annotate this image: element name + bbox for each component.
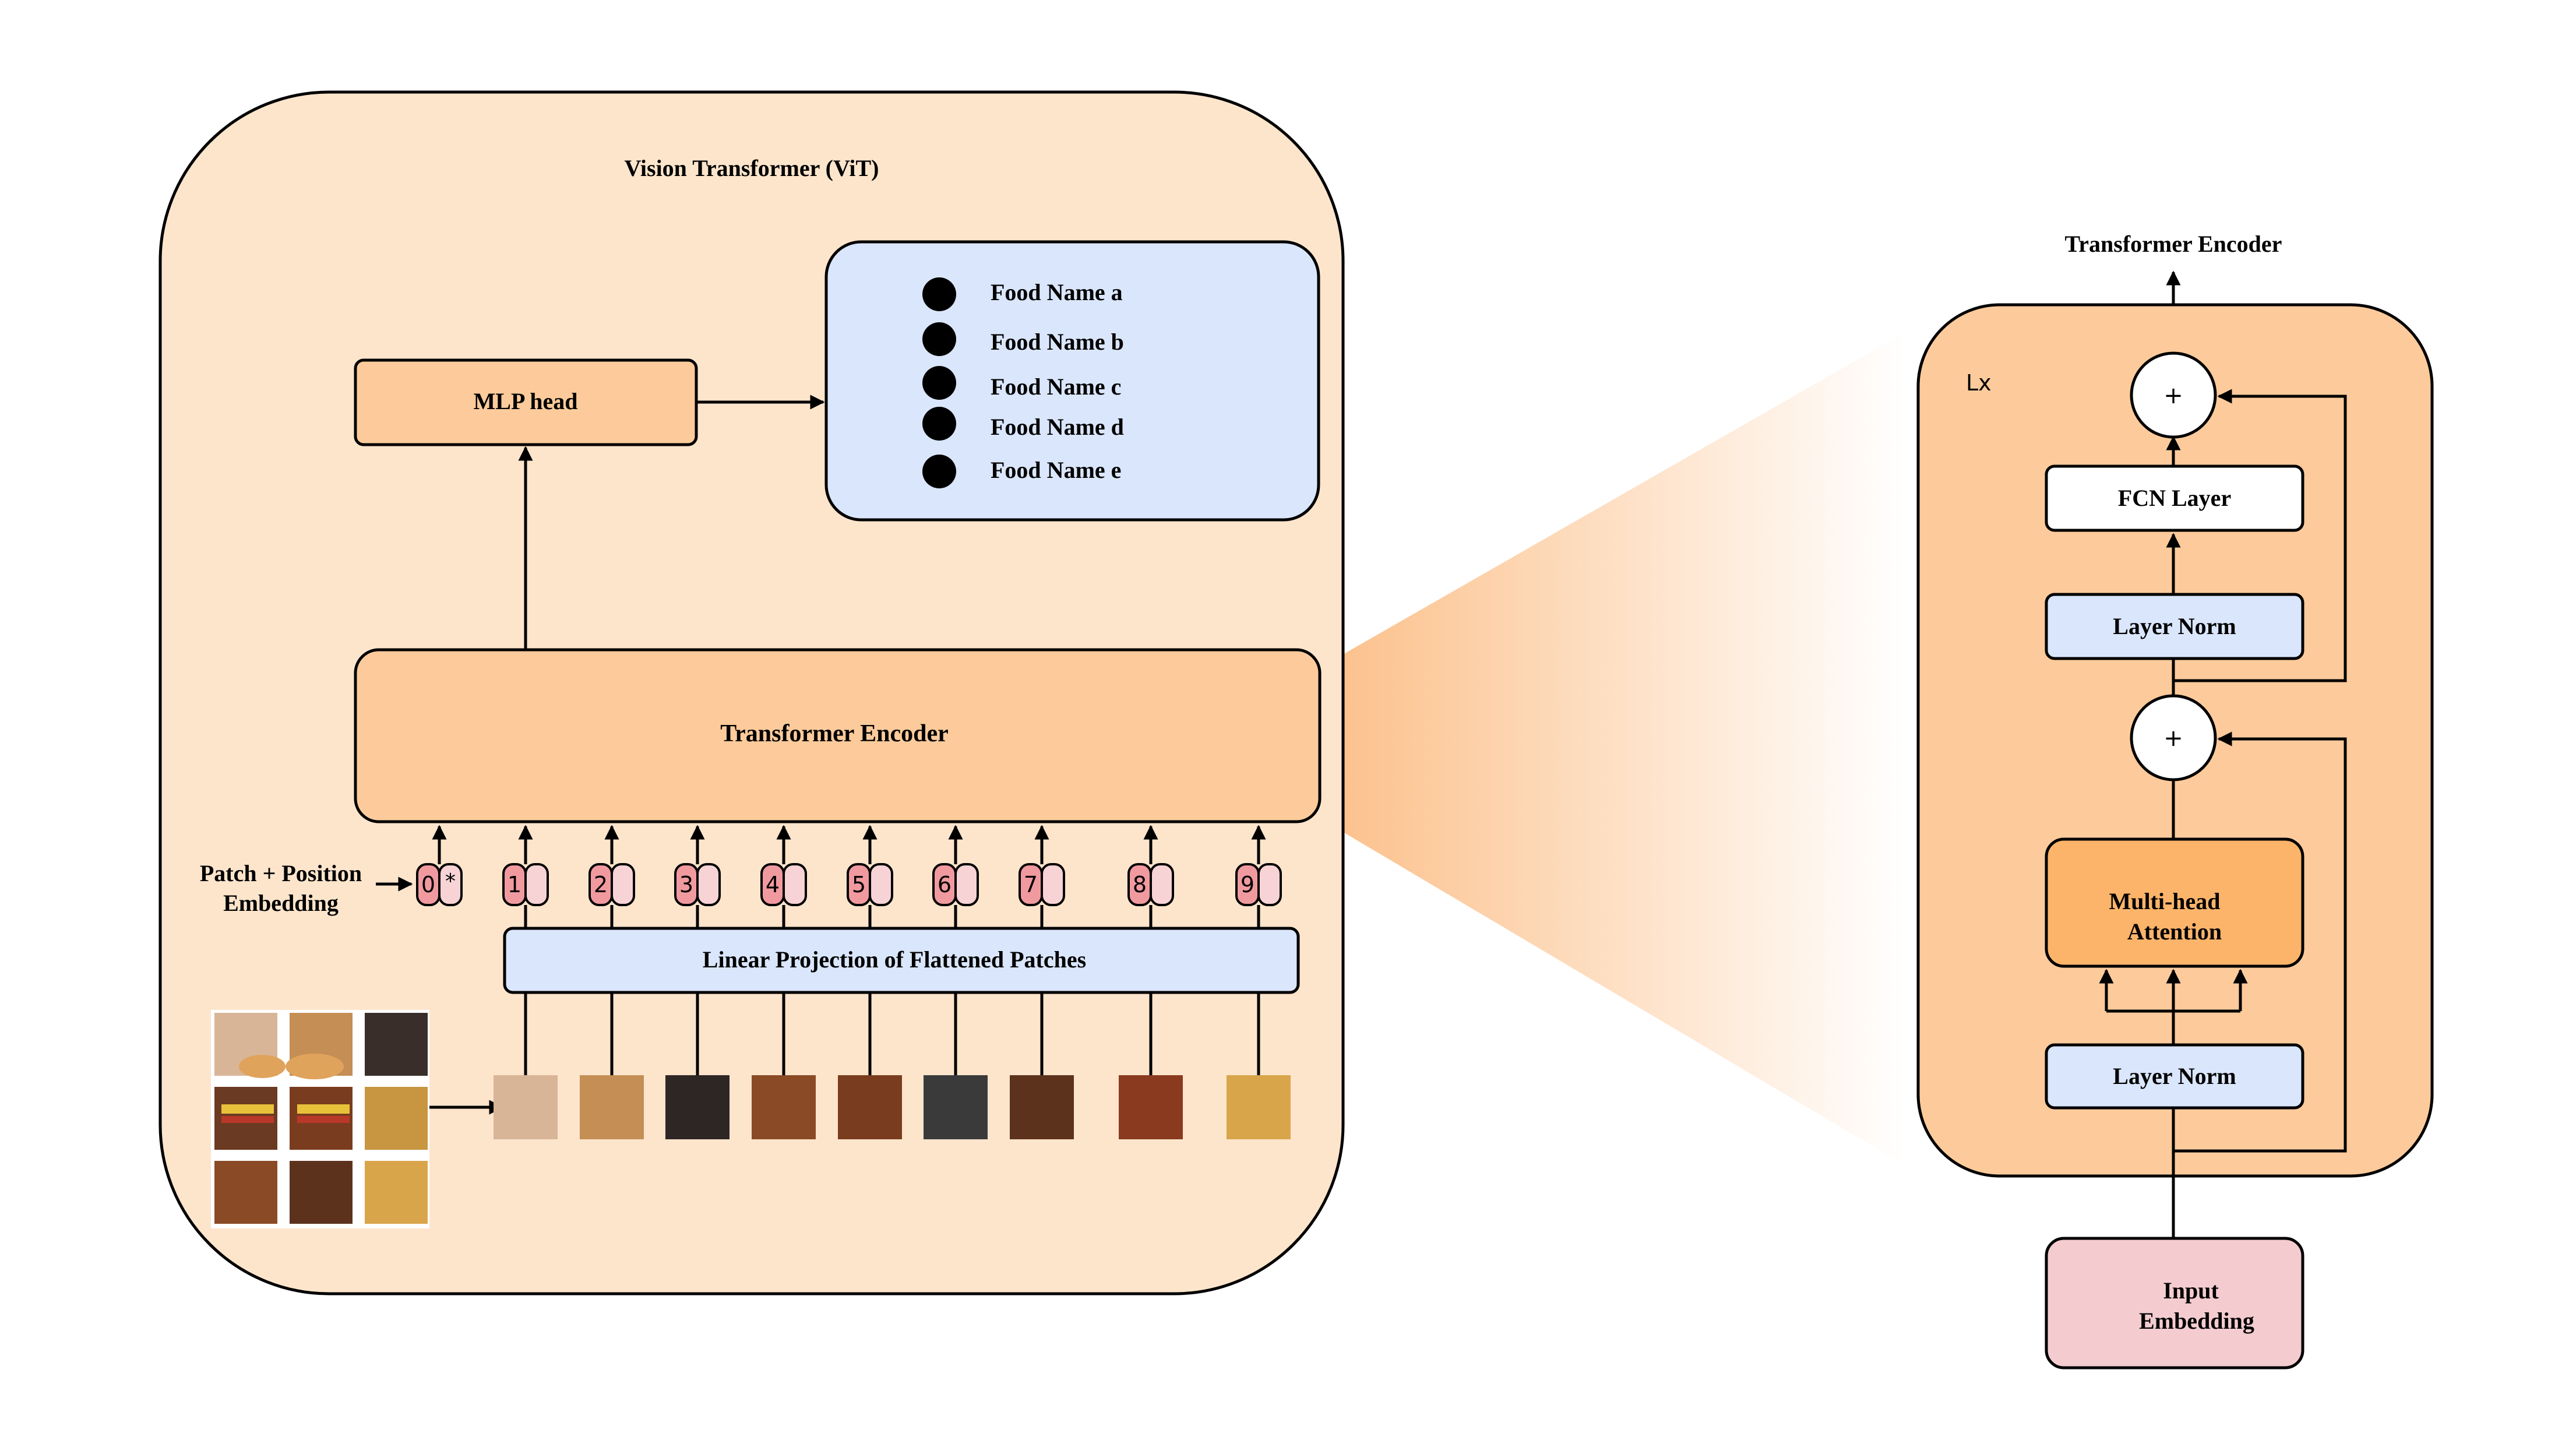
add-node-lower <box>2130 694 2217 781</box>
patch-token <box>1150 863 1174 906</box>
patch-embedding-label-line2: Embedding <box>223 890 339 916</box>
residual-path-upper <box>2173 389 2347 682</box>
attention-label-line2: Attention <box>2127 918 2222 945</box>
patch-token <box>1041 863 1065 906</box>
patch-token <box>696 863 721 906</box>
linear-projection-box <box>503 927 1300 994</box>
bullet-icon <box>922 322 956 356</box>
flattened-patch <box>752 1075 816 1139</box>
class-token-marker: * <box>445 869 456 893</box>
flattened-patch <box>838 1075 902 1139</box>
image-patch-tile <box>214 1161 277 1224</box>
add-symbol-upper: + <box>2163 382 2183 409</box>
layer-norm-top-box <box>2045 593 2304 660</box>
attention-label-line1: Multi-head <box>2109 888 2220 914</box>
image-patch-tile <box>365 1161 428 1224</box>
patch-token <box>869 863 893 906</box>
position-number: 3 <box>679 872 693 897</box>
layer-norm-bottom-label: Layer Norm <box>2113 1063 2236 1089</box>
bullet-icon <box>922 407 956 441</box>
flattened-patch <box>665 1075 730 1139</box>
bullet-icon <box>922 366 956 400</box>
output-class-label: Food Name e <box>991 457 1121 483</box>
fcn-layer-box <box>2045 464 2304 532</box>
position-number: 7 <box>1024 872 1038 897</box>
flattened-patch-row <box>494 1075 1291 1139</box>
position-number: 8 <box>1133 872 1147 897</box>
source-image-grid <box>211 1010 429 1228</box>
vit-title: Vision Transformer (ViT) <box>624 155 879 181</box>
patch-token <box>438 863 463 906</box>
input-embedding-label-line2: Embedding <box>2139 1308 2254 1334</box>
linear-projection-label: Linear Projection of Flattened Patches <box>703 946 1086 973</box>
output-class-label: Food Name d <box>991 414 1124 440</box>
zoom-beam <box>1326 332 1905 1166</box>
output-class-list: Food Name a Food Name b Food Name c Food… <box>922 277 1124 488</box>
flattened-patch <box>1119 1075 1183 1139</box>
residual-path-lower <box>2173 731 2347 1153</box>
patch-token <box>783 863 807 906</box>
position-number: 2 <box>594 872 608 897</box>
flattened-patch <box>494 1075 558 1139</box>
output-classes-box <box>824 240 1320 522</box>
transformer-encoder-label: Transformer Encoder <box>720 720 949 747</box>
fcn-layer-label: FCN Layer <box>2118 485 2231 511</box>
flattened-patch <box>580 1075 644 1139</box>
layer-norm-bottom-box <box>2045 1043 2304 1110</box>
output-class-label: Food Name a <box>991 279 1123 305</box>
patch-token <box>611 863 635 906</box>
embedded-patch-tokens: 0 * 1 2 3 4 5 6 7 8 9 <box>416 825 1282 928</box>
output-class-label: Food Name c <box>991 374 1121 400</box>
input-embedding-box <box>2045 1237 2304 1369</box>
patch-token <box>524 863 549 906</box>
bullet-icon <box>922 455 956 488</box>
image-patch-tile <box>290 1161 353 1224</box>
layer-norm-top-label: Layer Norm <box>2113 613 2236 639</box>
mlp-head-label: MLP head <box>474 388 578 414</box>
flattened-patch <box>1010 1075 1074 1139</box>
position-number: 9 <box>1241 872 1254 897</box>
add-node-upper <box>2130 351 2217 439</box>
image-patch-tile <box>365 1013 428 1076</box>
output-class-label: Food Name b <box>991 329 1124 355</box>
image-patch-tile <box>365 1087 428 1150</box>
multi-head-attention-box <box>2045 837 2304 968</box>
flattened-patch <box>1227 1075 1291 1139</box>
position-number: 1 <box>508 872 521 897</box>
input-embedding-label-line1: Input <box>2163 1277 2219 1304</box>
position-number: 0 <box>421 872 435 897</box>
patch-embedding-label-line1: Patch + Position <box>200 860 362 886</box>
patch-input-lines <box>524 992 1260 1075</box>
add-symbol-lower: + <box>2163 725 2183 752</box>
position-number: 4 <box>766 872 780 897</box>
bullet-icon <box>922 277 956 311</box>
repeat-label: Lx <box>1966 370 1992 396</box>
patch-token <box>1257 863 1282 906</box>
flattened-patch <box>924 1075 988 1139</box>
position-number: 6 <box>938 872 952 897</box>
position-number: 5 <box>852 872 866 897</box>
encoder-detail-title: Transformer Encoder <box>2065 231 2282 257</box>
patch-token <box>954 863 979 906</box>
transformer-encoder-box <box>354 648 1322 823</box>
